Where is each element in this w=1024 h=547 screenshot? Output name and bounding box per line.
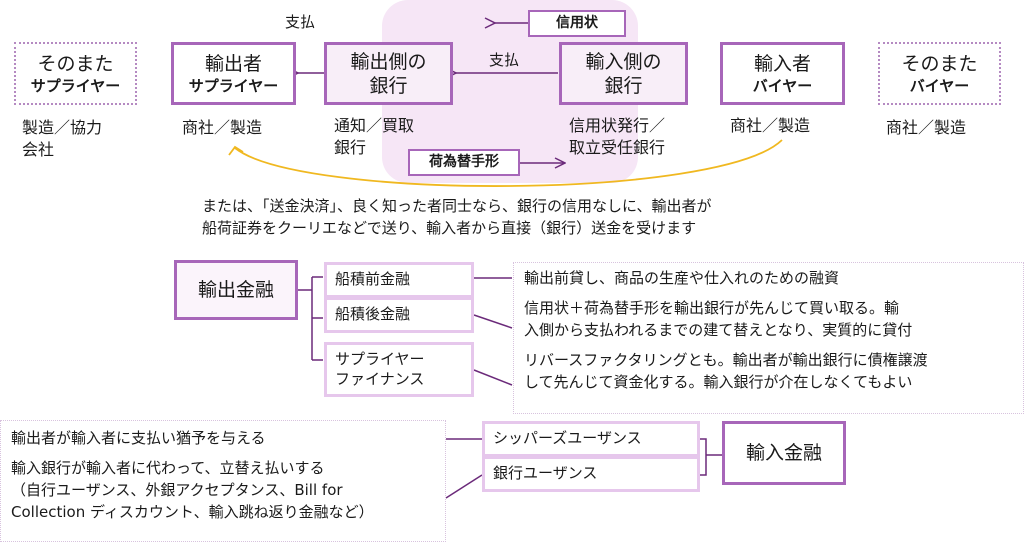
remittance-curve [234, 139, 783, 187]
party-caption: 商社／製造 [730, 115, 810, 137]
party-caption: 商社／製造 [886, 117, 966, 139]
note-line: 船荷証券をクーリエなどで送り、輸入者から直接（銀行）送金を受けます [202, 219, 697, 237]
party-title: そのまた [901, 53, 978, 75]
desc-line: 信用状＋荷為替手形を輸出銀行が先んじて買い取る。輸 [524, 299, 900, 317]
desc-line: （自行ユーザンス、外銀アクセプタンス、Bill for [11, 481, 343, 499]
party-caption: 信用状発行／ 取立受任銀行 [569, 115, 665, 159]
item-label: 船積前金融 [335, 270, 411, 288]
party-sub-buyer: そのまた バイヤー [878, 42, 1001, 105]
party-subtitle: 銀行 [369, 75, 408, 97]
caption-line: 製造／協力 [22, 118, 103, 137]
payment-label-top: 支払 [285, 13, 316, 31]
export-finance-item: 船積前金融 [324, 262, 474, 298]
import-finance-descriptions: 輸出者が輸入者に支払い猶予を与える 輸入銀行が輸入者に代わって、立替え払いする … [0, 420, 446, 542]
party-import-bank: 輸入側の 銀行 [559, 42, 688, 105]
export-finance-descriptions: 輸出前貸し、商品の生産や仕入れのための融資 信用状＋荷為替手形を輸出銀行が先んじ… [513, 262, 1024, 414]
caption-line: 取立受任銀行 [569, 138, 666, 157]
export-finance-tree [298, 276, 323, 361]
desc-line: 輸出前貸し、商品の生産や仕入れのための融資 [524, 269, 840, 287]
desc-line: 入側から支払われるまでの建て替えとなり、実質的に貸付 [524, 321, 913, 339]
party-title: 輸出側の [350, 51, 427, 73]
party-caption: 通知／買取 銀行 [334, 115, 414, 159]
remittance-note: または、「送金決済」、良く知った者同士なら、銀行の信用なしに、輸出者が 船荷証券… [202, 195, 712, 239]
caption-line: 信用状発行／ [569, 116, 666, 135]
item-label: シッパーズユーザンス [493, 429, 642, 447]
item-label: サプライヤー [335, 350, 425, 368]
letter-of-credit-tag: 信用状 [528, 10, 626, 37]
caption-line: 通知／買取 [334, 116, 415, 135]
import-finance-title: 輸入金融 [722, 421, 846, 485]
import-finance-item: シッパーズユーザンス [482, 421, 700, 457]
party-title: 輸入者 [753, 53, 811, 75]
item-label: 銀行ユーザンス [493, 464, 598, 482]
caption-line: 会社 [22, 140, 55, 159]
desc-line: 輸出者が輸入者に支払い猶予を与える [11, 429, 266, 447]
party-sub-supplier: そのまた サプライヤー [14, 42, 137, 105]
party-subtitle: サプライヤー [30, 77, 121, 95]
party-title: 輸入側の [585, 51, 662, 73]
caption-line: 商社／製造 [886, 118, 967, 137]
party-title: そのまた [37, 53, 114, 75]
desc-line: して先んじて資金化する。輸入銀行が介在しなくてもよい [524, 373, 913, 391]
export-finance-title: 輸出金融 [174, 260, 298, 320]
party-caption: 商社／製造 [182, 117, 262, 139]
item-label: 船積後金融 [335, 305, 411, 323]
party-subtitle: 銀行 [604, 75, 643, 97]
caption-line: 銀行 [334, 138, 367, 157]
party-importer: 輸入者 バイヤー [720, 42, 845, 105]
item-label: ファイナンス [335, 370, 425, 388]
import-finance-tree [700, 438, 722, 476]
note-line: または、「送金決済」、良く知った者同士なら、銀行の信用なしに、輸出者が [202, 197, 712, 215]
party-export-bank: 輸出側の 銀行 [324, 42, 453, 105]
import-finance-item: 銀行ユーザンス [482, 456, 700, 492]
payment-label-mid: 支払 [489, 51, 520, 69]
caption-line: 商社／製造 [182, 118, 263, 137]
export-finance-item: サプライヤー ファイナンス [324, 342, 474, 397]
party-subtitle: サプライヤー [188, 77, 279, 95]
export-finance-item: 船積後金融 [324, 297, 474, 333]
caption-line: 商社／製造 [730, 116, 811, 135]
desc-line: 輸入銀行が輸入者に代わって、立替え払いする [11, 459, 325, 477]
party-subtitle: バイヤー [752, 77, 813, 95]
party-title: 輸出者 [204, 53, 262, 75]
party-caption: 製造／協力 会社 [22, 117, 102, 161]
desc-line: Collection ディスカウント、輸入跳ね返り金融など） [11, 503, 374, 521]
bill-of-exchange-tag: 荷為替手形 [408, 149, 520, 176]
party-subtitle: バイヤー [909, 77, 970, 95]
party-exporter: 輸出者 サプライヤー [171, 42, 296, 105]
desc-line: リバースファクタリングとも。輸出者が輸出銀行に債権譲渡 [524, 351, 928, 369]
